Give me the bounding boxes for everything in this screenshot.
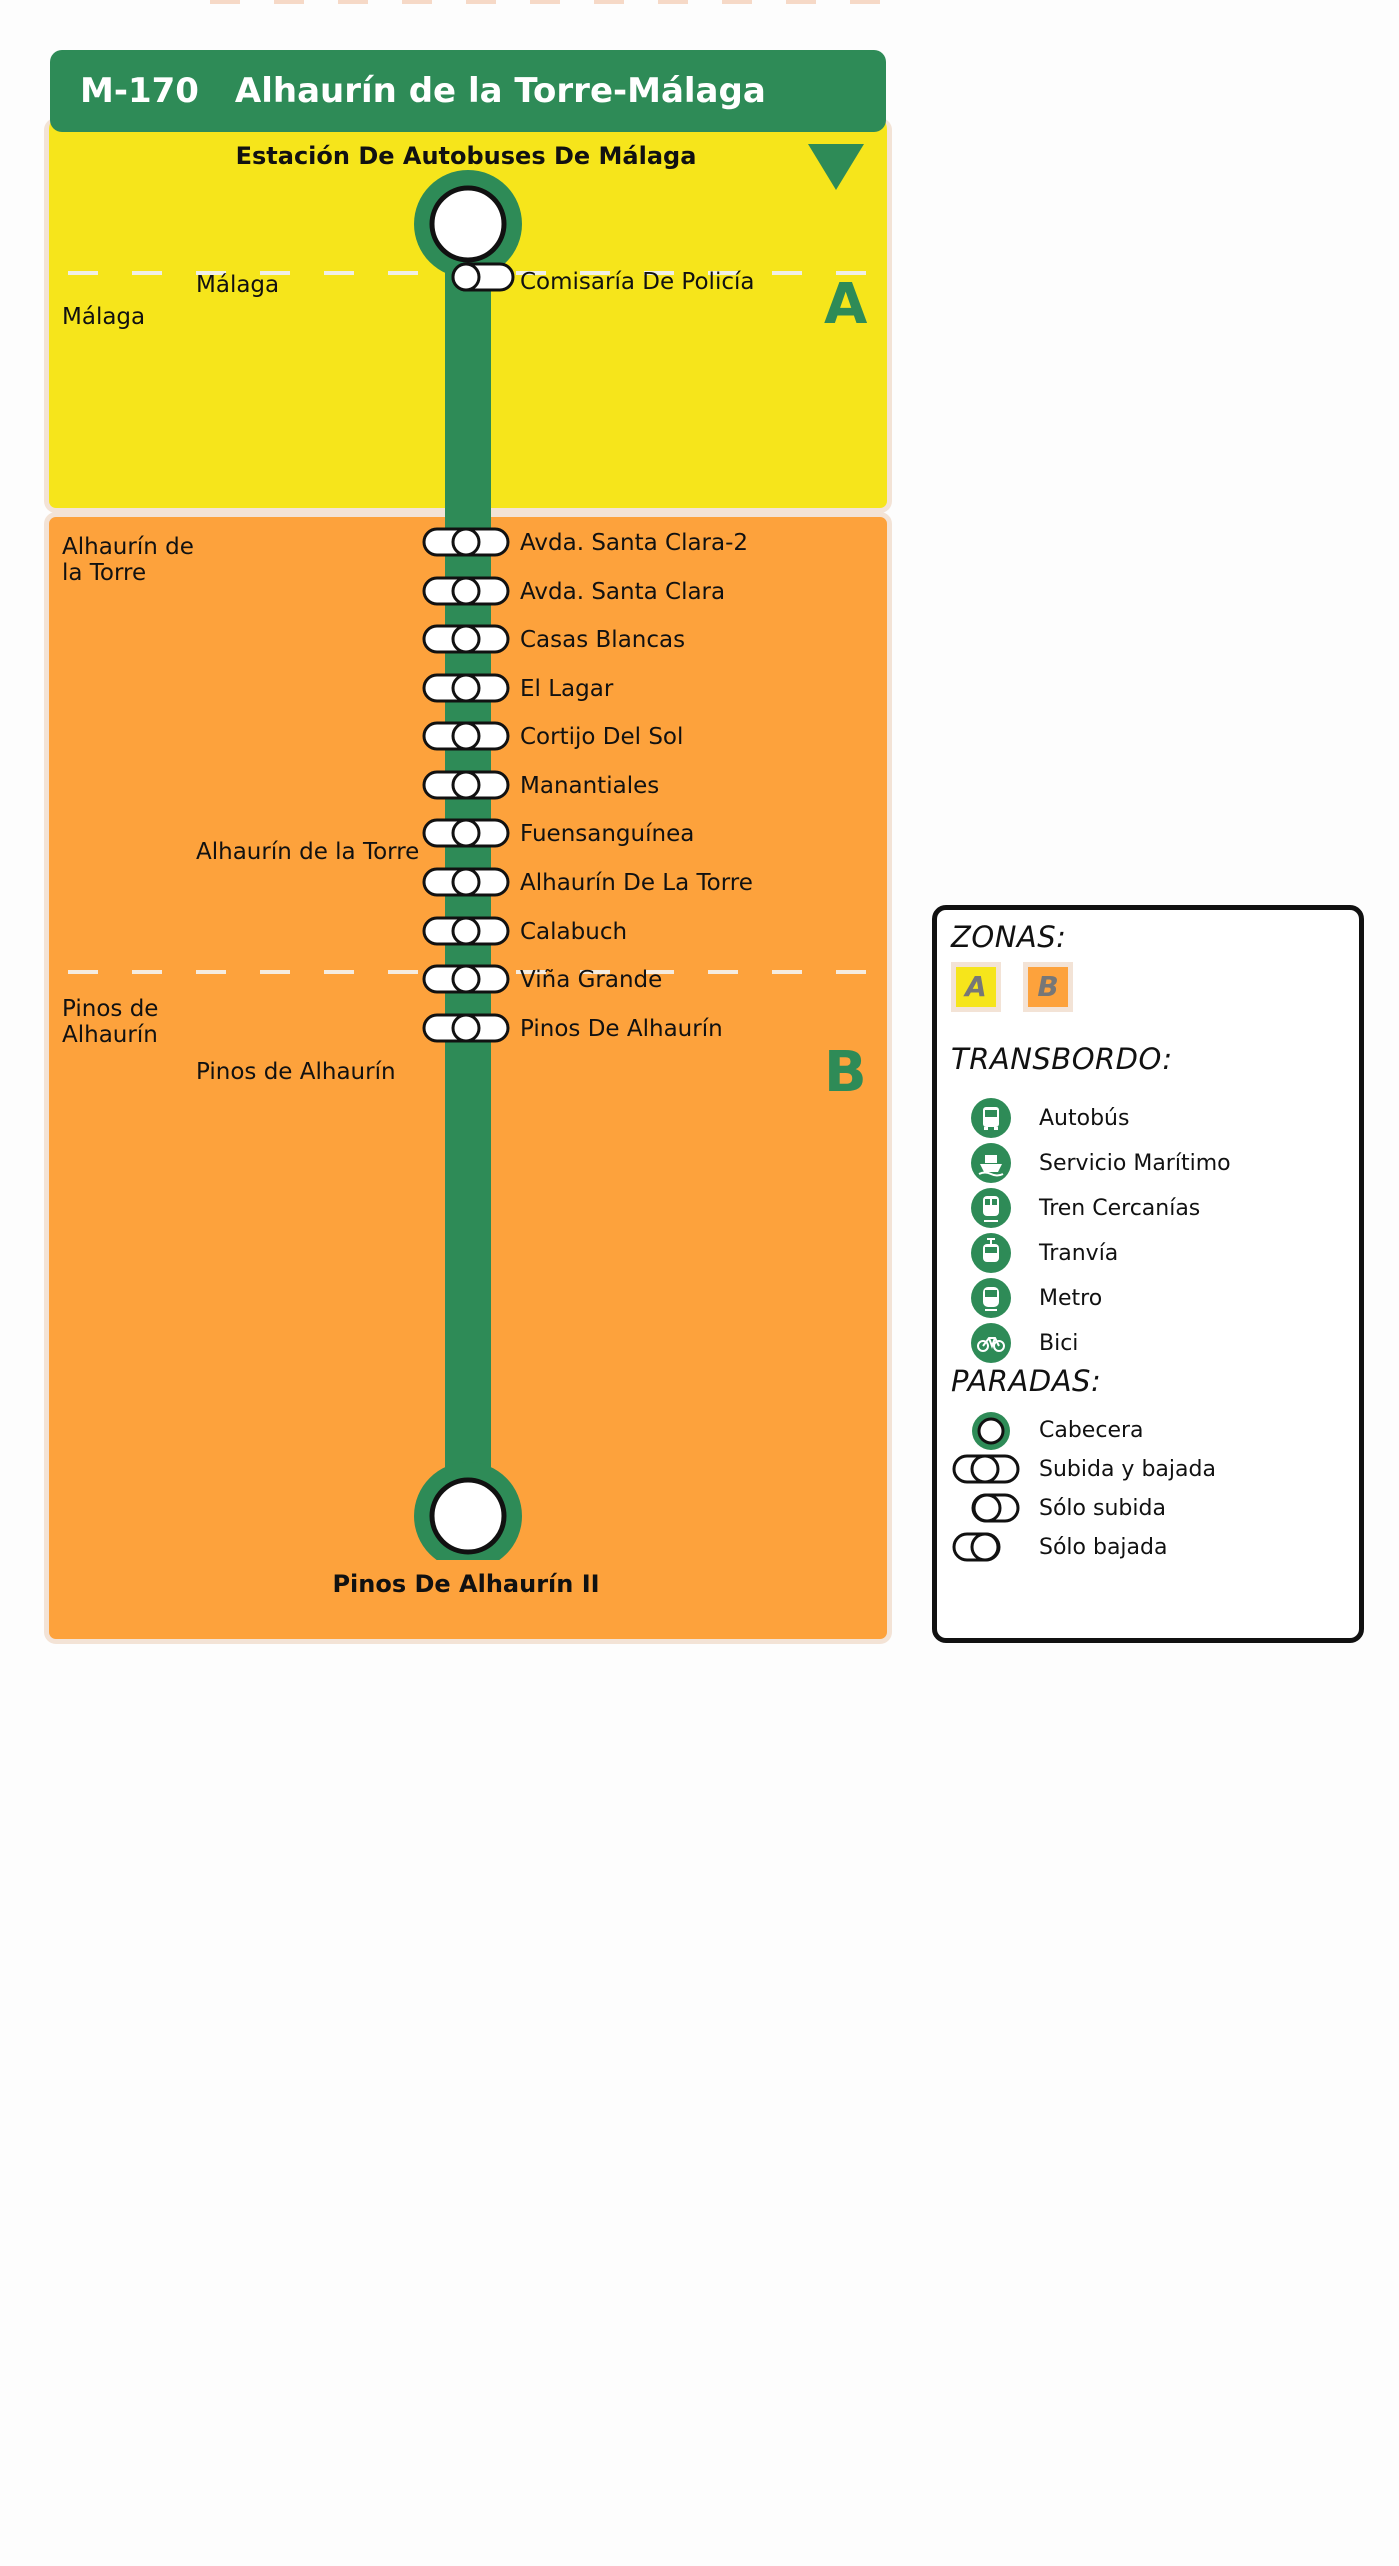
transfer-label: Bici bbox=[1039, 1331, 1079, 1356]
stop-type-label: Cabecera bbox=[1039, 1418, 1144, 1443]
route-name: Alhaurín de la Torre-Málaga bbox=[234, 71, 766, 111]
stop-label: Alhaurín De La Torre bbox=[520, 870, 753, 896]
stop-label: Avda. Santa Clara-2 bbox=[520, 530, 749, 556]
legend-stops-title: PARADAS: bbox=[951, 1364, 1102, 1398]
stop-label: Casas Blancas bbox=[520, 627, 686, 653]
legend-zone-chip-b: B bbox=[1023, 962, 1073, 1012]
stop-label: Manantiales bbox=[520, 773, 660, 799]
legend-zones-title: ZONAS: bbox=[951, 920, 1067, 954]
board-only-icon bbox=[971, 1493, 1020, 1523]
stop-marker bbox=[422, 1013, 510, 1043]
stop-label: Cortijo Del Sol bbox=[520, 724, 684, 750]
board-alight-icon bbox=[952, 1454, 1020, 1484]
legend-zone-chip-a: A bbox=[951, 962, 1001, 1012]
ferry-icon bbox=[971, 1143, 1011, 1183]
stop-label: Calabuch bbox=[520, 919, 628, 945]
stop-marker bbox=[422, 624, 510, 654]
bus-icon bbox=[971, 1098, 1011, 1138]
town-label-alhaurin: Alhaurín de la Torre bbox=[196, 839, 420, 865]
route-code: M-170 bbox=[80, 71, 199, 111]
transfer-label: Servicio Marítimo bbox=[1039, 1151, 1231, 1176]
transfer-label: Tranvía bbox=[1039, 1241, 1119, 1266]
zone-letter-b: B bbox=[824, 1040, 867, 1105]
municipality-label-malaga: Málaga bbox=[62, 304, 146, 330]
stop-marker bbox=[422, 964, 510, 994]
legend: ZONAS: A B TRANSBORDO: Autobús Servicio … bbox=[932, 905, 1364, 1643]
stop-marker bbox=[422, 818, 510, 848]
stop-label: Fuensanguínea bbox=[520, 821, 695, 847]
route-header: M-170 Alhaurín de la Torre-Málaga bbox=[50, 50, 886, 132]
bike-icon bbox=[971, 1323, 1011, 1363]
stop-marker bbox=[422, 867, 510, 897]
stop-marker bbox=[422, 527, 510, 557]
municipality-label-alhaurin: Alhaurín de la Torre bbox=[62, 534, 194, 586]
terminus-end-label: Pinos De Alhaurín II bbox=[332, 1570, 600, 1598]
stop-type-label: Sólo subida bbox=[1039, 1496, 1166, 1521]
stop-marker bbox=[422, 770, 510, 800]
stop-label: El Lagar bbox=[520, 676, 614, 702]
town-label-malaga: Málaga bbox=[196, 272, 280, 298]
stop-label: Pinos De Alhaurín bbox=[520, 1016, 723, 1042]
terminus-start-label: Estación De Autobuses De Málaga bbox=[235, 142, 697, 170]
alight-only-icon bbox=[952, 1532, 1001, 1562]
legend-transfer-title: TRANSBORDO: bbox=[951, 1042, 1173, 1076]
stop-marker bbox=[422, 916, 510, 946]
stop-marker bbox=[422, 721, 510, 751]
train-icon bbox=[971, 1188, 1011, 1228]
zone-letter-a: A bbox=[824, 272, 868, 337]
stop-type-label: Subida y bajada bbox=[1039, 1457, 1216, 1482]
transfer-label: Metro bbox=[1039, 1286, 1103, 1311]
top-dashes bbox=[210, 0, 900, 4]
stop-label: Viña Grande bbox=[520, 967, 663, 993]
tram-icon bbox=[971, 1233, 1011, 1273]
transfer-label: Tren Cercanías bbox=[1039, 1196, 1201, 1221]
metro-icon bbox=[971, 1278, 1011, 1318]
stop-marker-board-only bbox=[451, 262, 515, 292]
terminus-icon bbox=[972, 1412, 1010, 1450]
town-label-pinos: Pinos de Alhaurín bbox=[196, 1059, 396, 1085]
stop-label: Avda. Santa Clara bbox=[520, 579, 726, 605]
route-line bbox=[414, 170, 522, 1560]
stop-type-label: Sólo bajada bbox=[1039, 1535, 1168, 1560]
direction-arrow-icon bbox=[808, 144, 864, 190]
transfer-label: Autobús bbox=[1039, 1106, 1130, 1131]
municipality-label-pinos: Pinos de Alhaurín bbox=[62, 996, 159, 1048]
stop-label: Comisaría De Policía bbox=[520, 269, 755, 295]
stop-marker bbox=[422, 576, 510, 606]
stop-marker bbox=[422, 673, 510, 703]
